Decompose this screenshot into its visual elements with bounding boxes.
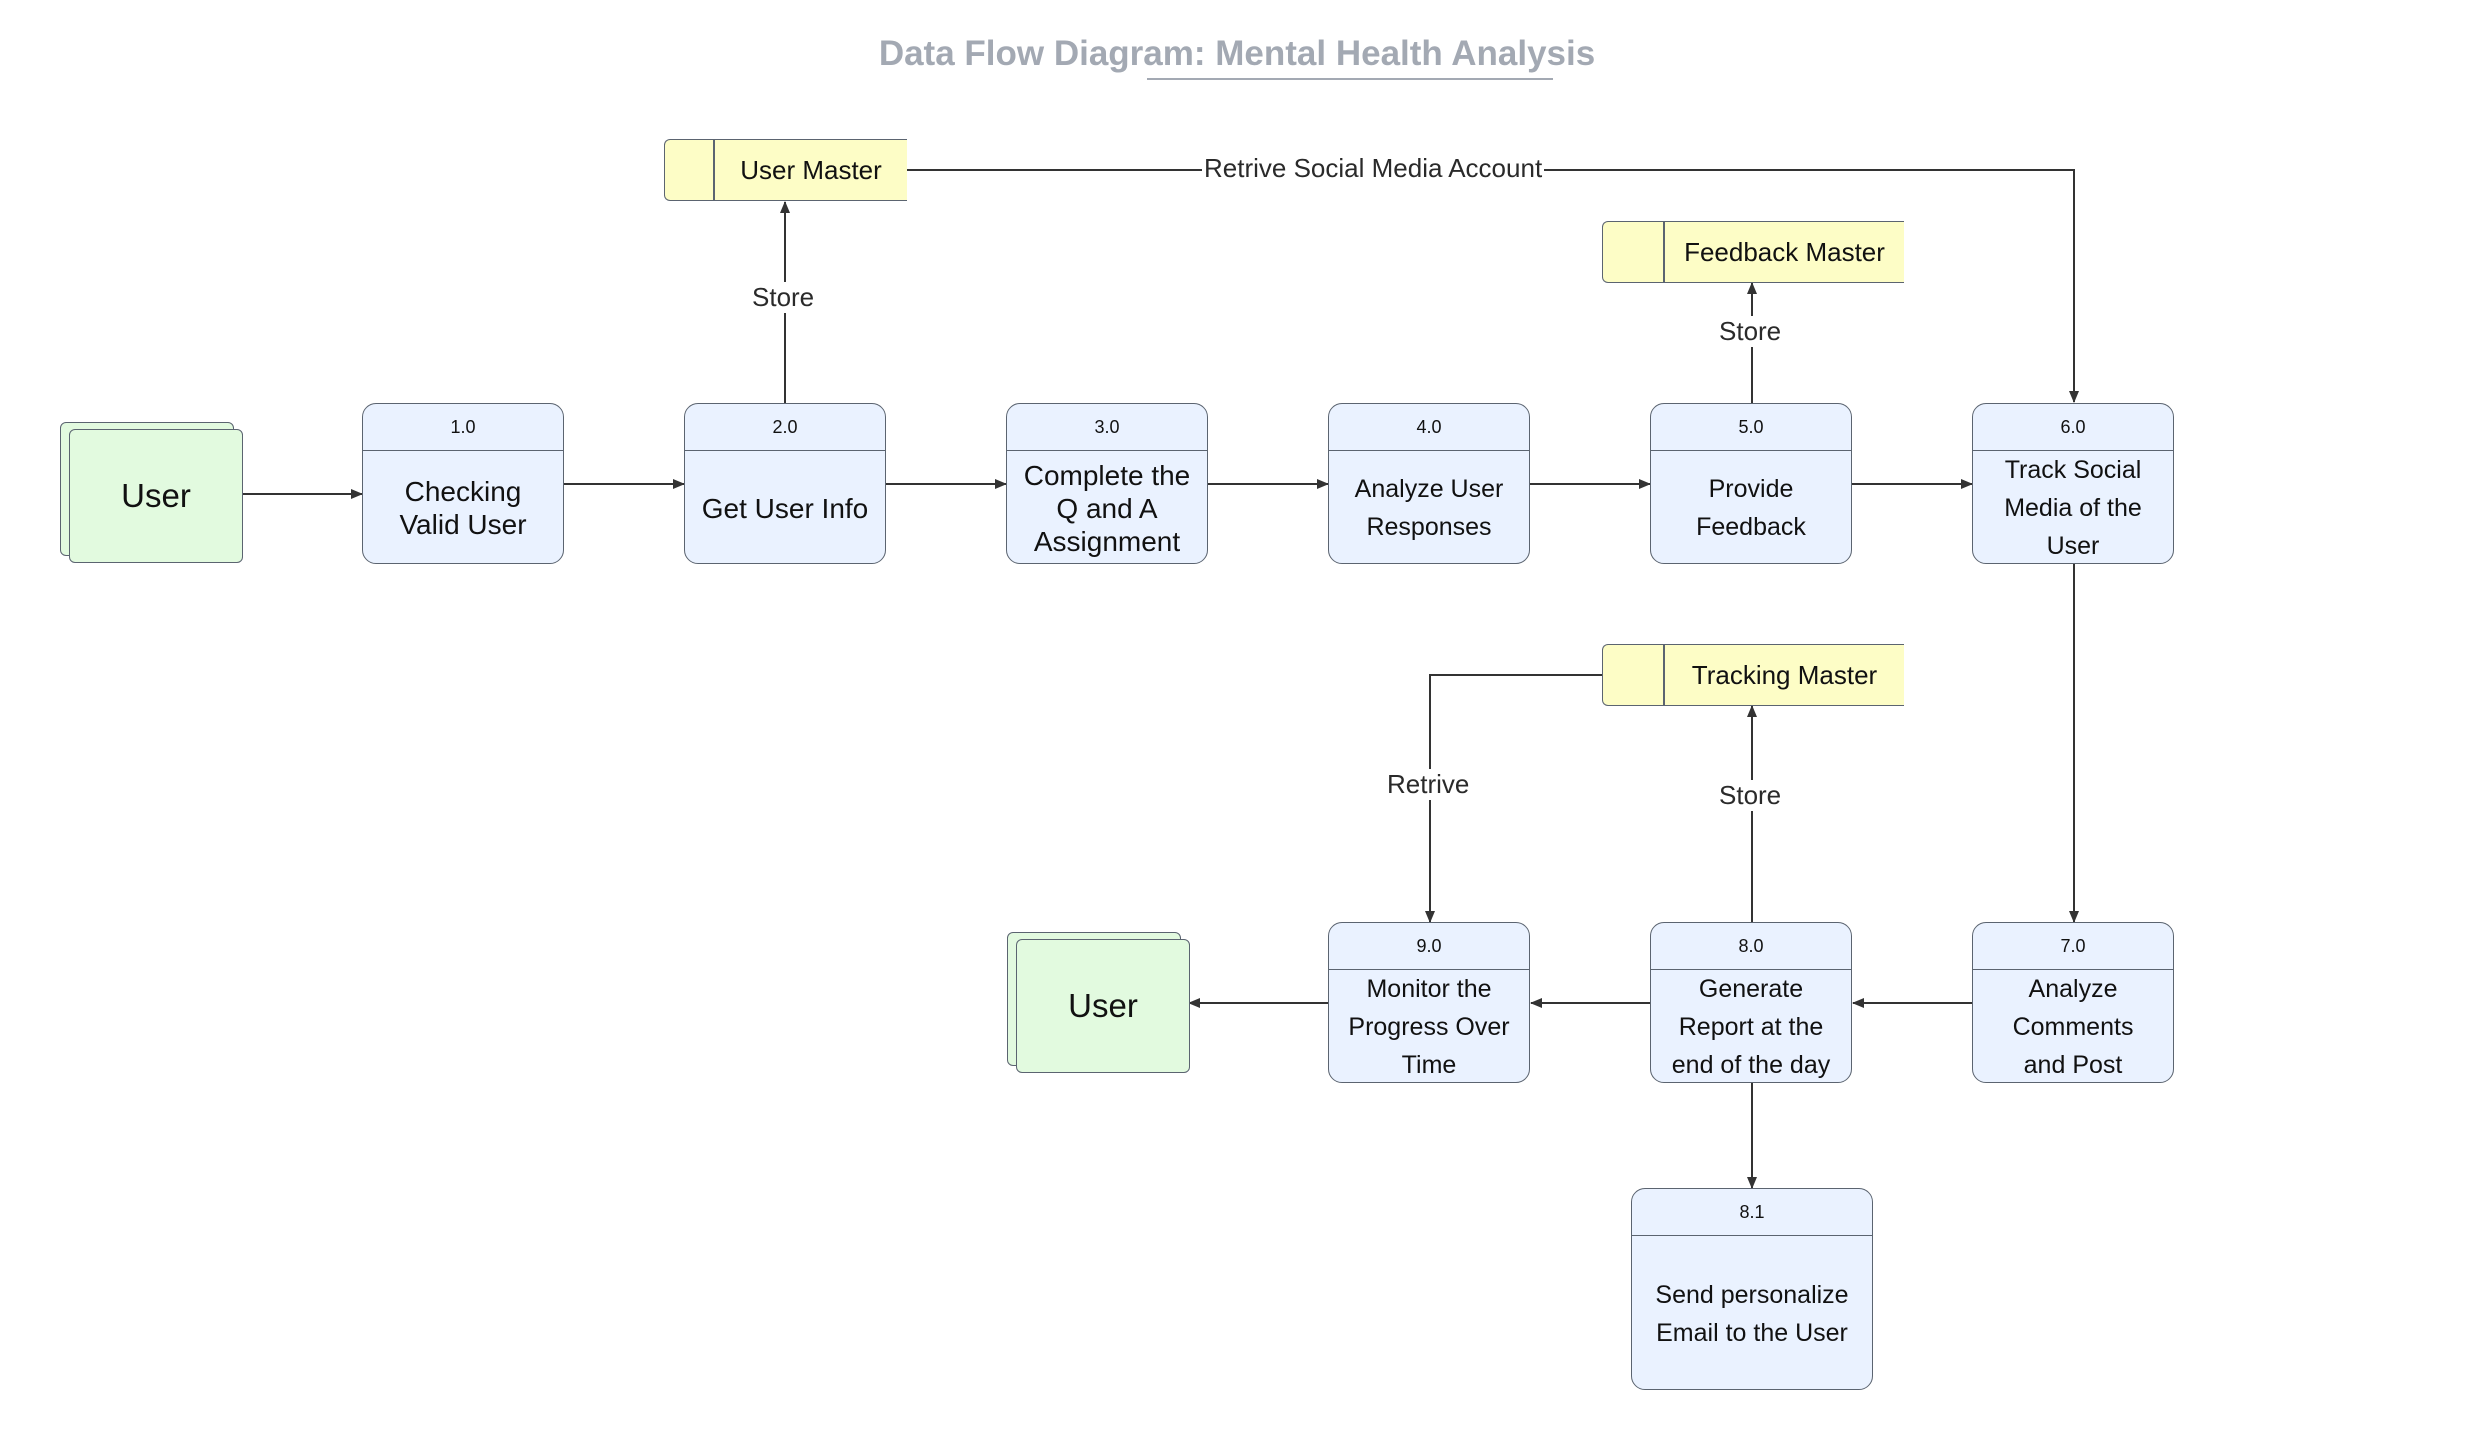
process-label: Send personalize Email to the User <box>1655 1280 1849 1347</box>
entity-user-left[interactable]: User <box>60 422 243 563</box>
flow-label-retrieve-social-media: Retrive Social Media Account <box>1202 153 1545 184</box>
process-label: Monitor the Progress Over Time <box>1348 975 1510 1079</box>
datastore-label: User Master <box>740 154 882 185</box>
process-number: 7.0 <box>1973 923 2173 970</box>
datastore-user-master[interactable]: User Master <box>664 139 907 201</box>
process-9-0[interactable]: 9.0 Monitor the Progress Over Time <box>1328 922 1530 1083</box>
diagram-title: Data Flow Diagram: Mental Health Analysi… <box>878 34 1596 73</box>
process-6-0[interactable]: 6.0 Track Social Media of the User <box>1972 403 2174 564</box>
process-3-0[interactable]: 3.0 Complete the Q and A Assignment <box>1006 403 1208 564</box>
process-label: Analyze Comments and Post <box>2012 975 2134 1079</box>
process-number: 4.0 <box>1329 404 1529 451</box>
flow-label-store-user-master: Store <box>750 282 817 313</box>
datastore-divider <box>713 140 715 200</box>
flow-label-store-feedback: Store <box>1717 316 1784 347</box>
datastore-feedback-master[interactable]: Feedback Master <box>1602 221 1904 283</box>
process-5-0[interactable]: 5.0 Provide Feedback <box>1650 403 1852 564</box>
process-number: 3.0 <box>1007 404 1207 451</box>
process-number: 5.0 <box>1651 404 1851 451</box>
process-7-0[interactable]: 7.0 Analyze Comments and Post <box>1972 922 2174 1083</box>
process-label: Provide Feedback <box>1696 475 1806 541</box>
process-2-0[interactable]: 2.0 Get User Info <box>684 403 886 564</box>
process-label: Analyze User Responses <box>1354 475 1504 541</box>
process-label: Complete the Q and A Assignment <box>1023 459 1191 557</box>
process-4-0[interactable]: 4.0 Analyze User Responses <box>1328 403 1530 564</box>
process-number: 2.0 <box>685 404 885 451</box>
datastore-tracking-master[interactable]: Tracking Master <box>1602 644 1904 706</box>
entity-user-bottom[interactable]: User <box>1007 932 1190 1073</box>
process-8-0[interactable]: 8.0 Generate Report at the end of the da… <box>1650 922 1852 1083</box>
title-underline <box>1147 78 1553 80</box>
process-number: 1.0 <box>363 404 563 451</box>
process-8-1[interactable]: 8.1 Send personalize Email to the User <box>1631 1188 1873 1390</box>
datastore-divider <box>1663 222 1665 282</box>
datastore-label: Feedback Master <box>1684 236 1885 267</box>
process-1-0[interactable]: 1.0 Checking Valid User <box>362 403 564 564</box>
process-label: Get User Info <box>701 492 869 524</box>
process-label: Track Social Media of the User <box>2004 456 2142 560</box>
process-number: 8.0 <box>1651 923 1851 970</box>
process-number: 6.0 <box>1973 404 2173 451</box>
datastore-divider <box>1663 645 1665 705</box>
process-number: 8.1 <box>1632 1189 1872 1236</box>
flow-tracking-master-to-p9 <box>1425 674 1602 923</box>
process-label: Generate Report at the end of the day <box>1671 975 1831 1079</box>
process-number: 9.0 <box>1329 923 1529 970</box>
datastore-label: Tracking Master <box>1691 659 1878 690</box>
flow-label-store-tracking: Store <box>1717 780 1784 811</box>
entity-label: User <box>1016 939 1190 1073</box>
flow-label-retrieve-tracking: Retrive <box>1385 769 1472 800</box>
entity-label: User <box>69 429 243 563</box>
flow-user-master-to-p6 <box>907 169 2079 403</box>
process-label: Checking Valid User <box>399 476 527 540</box>
